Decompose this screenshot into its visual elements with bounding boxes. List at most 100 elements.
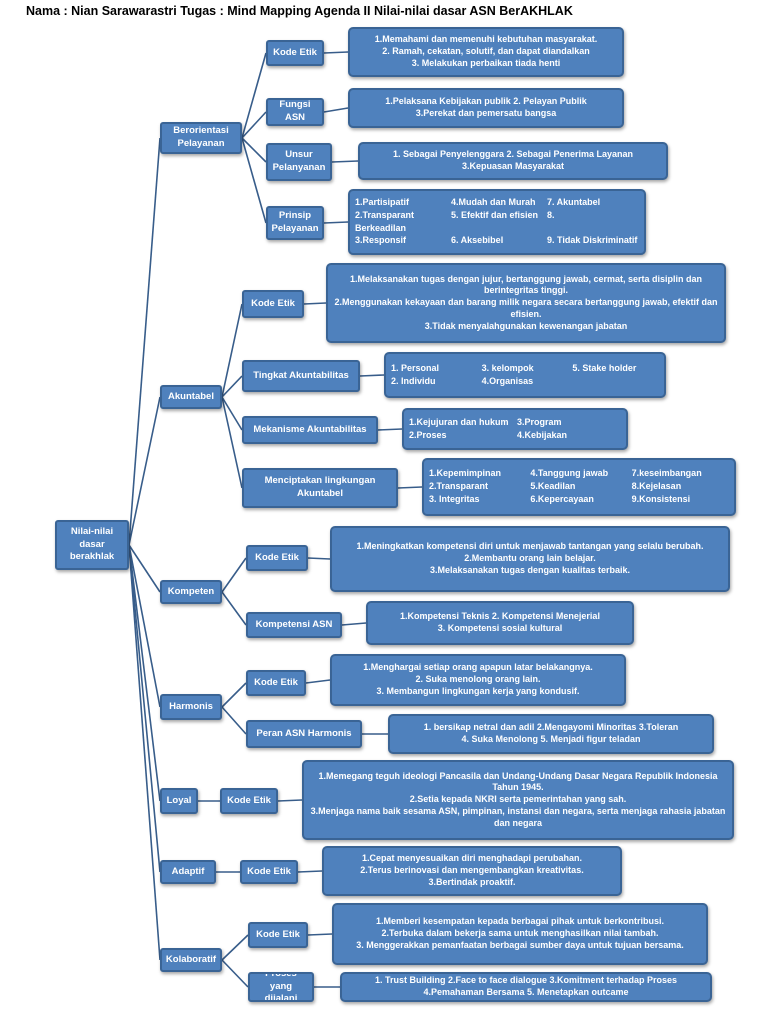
node-mekanisme-akuntabilitas: Mekanisme Akuntabilitas <box>242 416 378 444</box>
connector-34 <box>297 870 323 873</box>
leaf-tingkat-akuntabilitas: 1. Personal 3. kelompok 5. Stake holder … <box>384 352 666 398</box>
leaf-peran-asn-harmonis: 1. bersikap netral dan adil 2.Mengayomi … <box>388 714 714 754</box>
node-adaptif-kode-etik: Kode Etik <box>240 860 298 884</box>
node-label: Kode Etik <box>273 46 317 58</box>
leaf-line: 1.Meningkatkan kompetensi diri untuk men… <box>356 541 704 552</box>
node-kompeten: Kompeten <box>160 580 222 604</box>
connector-0 <box>128 137 161 546</box>
grid-cell <box>451 223 543 235</box>
connector-36 <box>221 959 249 988</box>
grid-cell: 4.Organisas <box>481 375 534 386</box>
node-label: Loyal <box>166 794 192 806</box>
grid-cell: 1.Kepemimpinan <box>429 468 502 479</box>
grid-cell: 3. kelompok <box>481 362 534 373</box>
node-label: Kode Etik <box>255 551 299 563</box>
grid-cell: 5.Keadilan <box>530 481 576 492</box>
leaf-loyal-kode-etik: 1.Memegang teguh ideologi Pancasila dan … <box>302 760 734 840</box>
grid-cell: 7.keseimbangan <box>631 468 702 479</box>
leaf-line: 3.Menjaga nama baik sesama ASN, pimpinan… <box>310 805 726 828</box>
connector-32 <box>277 799 303 802</box>
leaf-line: 3.Kepuasan Masyarakat <box>461 161 565 171</box>
connector-13 <box>331 160 359 163</box>
grid-cell: 6.Kepercayaan <box>530 493 594 504</box>
connector-27 <box>221 682 247 708</box>
grid-cell: 2.Proses <box>409 429 447 440</box>
leaf-fungsi-asn: 1.Pelaksana Kebijakan publik 2. Pelayan … <box>348 88 624 128</box>
connector-8 <box>241 111 267 139</box>
leaf-kompeten-kode-etik: 1.Meningkatkan kompetensi diri untuk men… <box>330 526 730 592</box>
connector-35 <box>221 934 249 961</box>
leaf-proses-yang-dijalani: 1. Trust Building 2.Face to face dialogu… <box>340 972 712 1002</box>
connector-15 <box>221 303 243 398</box>
node-akuntabel: Akuntabel <box>160 385 222 409</box>
leaf-grid: 1.Kepemimpinan 4.Tanggung jawab 7.keseim… <box>429 468 729 505</box>
leaf-line: 1.Pelaksana Kebijakan publik 2. Pelayan … <box>385 96 587 107</box>
leaf-menciptakan-lingkungan: 1.Kepemimpinan 4.Tanggung jawab 7.keseim… <box>422 458 736 516</box>
leaf-grid: 1.Partisipatif 4.Mudah dan Murah 7. Akun… <box>355 197 639 247</box>
node-unsur-pelayanan: Unsur Pelanyanan <box>266 143 332 181</box>
leaf-harmonis-kode-etik: 1.Menghargai setiap orang apapun latar b… <box>330 654 626 706</box>
node-adaptif: Adaptif <box>160 860 216 884</box>
connector-18 <box>221 396 243 489</box>
connector-16 <box>221 375 243 398</box>
connector-37 <box>307 933 333 936</box>
grid-cell: Berkeadilan <box>355 222 407 233</box>
node-harmonis-kode-etik: Kode Etik <box>246 670 306 696</box>
connector-5 <box>128 544 161 873</box>
node-kolaboratif: Kolaboratif <box>160 948 222 972</box>
node-kompeten-kode-etik: Kode Etik <box>246 545 308 571</box>
node-label: Kode Etik <box>254 676 298 688</box>
leaf-line: 1.Memegang teguh ideologi Pancasila dan … <box>318 770 718 793</box>
node-label: Tingkat Akuntabilitas <box>253 369 349 381</box>
connector-22 <box>397 486 423 489</box>
node-berorientasi-kode-etik: Kode Etik <box>266 40 324 66</box>
node-label: Kolaboratif <box>165 953 217 965</box>
node-loyal-kode-etik: Kode Etik <box>220 788 278 814</box>
node-peran-asn-harmonis: Peran ASN Harmonis <box>246 720 362 748</box>
leaf-kolaboratif-kode-etik: 1.Memberi kesempatan kepada berbagai pih… <box>332 903 708 965</box>
grid-cell: 1.Kejujuran dan hukum <box>409 416 509 427</box>
connector-4 <box>128 544 161 802</box>
connector-28 <box>221 706 247 735</box>
connector-17 <box>221 396 243 431</box>
grid-cell: 5. Efektif dan efisien <box>451 209 539 220</box>
node-label: Kode Etik <box>256 928 300 940</box>
node-label: Kode Etik <box>247 865 291 877</box>
leaf-mekanisme-akuntabilitas: 1.Kejujuran dan hukum 3.Program 2.Proses… <box>402 408 628 450</box>
connector-3 <box>128 544 161 708</box>
leaf-line: 2.Membantu orang lain belajar. <box>464 553 596 564</box>
grid-cell: 3.Program <box>517 416 562 427</box>
node-proses-yang-dijalani: Proses yang dijalani <box>248 972 314 1002</box>
leaf-kompetensi-asn: 1.Kompetensi Teknis 2. Kompetensi Meneje… <box>366 601 634 645</box>
grid-cell: 9.Konsistensi <box>631 493 691 504</box>
connector-23 <box>221 557 247 593</box>
grid-cell: 8. <box>547 209 555 220</box>
leaf-line: 1. Trust Building 2.Face to face dialogu… <box>374 975 678 986</box>
connector-11 <box>323 51 349 54</box>
node-label: Menciptakan lingkungan Akuntabel <box>264 475 376 499</box>
leaf-line: 3.Bertindak proaktif. <box>428 876 516 887</box>
leaf-line: 4. Suka Menolong 5. Menjadi figur telada… <box>461 734 641 744</box>
node-fungsi-asn: Fungsi ASN <box>266 98 324 126</box>
grid-cell: 6. Aksebibel <box>451 235 504 246</box>
node-label: Akuntabel <box>168 390 214 402</box>
node-label: Prinsip Pelayanan <box>271 210 319 234</box>
grid-cell: 5. Stake holder <box>572 362 637 373</box>
leaf-akuntabel-kode-etik: 1.Melaksanakan tugas dengan jujur, berta… <box>326 263 726 343</box>
node-label: Mekanisme Akuntabilitas <box>253 423 367 435</box>
connector-21 <box>377 428 403 431</box>
root-node: Nilai-nilai dasar berakhlak <box>55 520 129 570</box>
grid-cell: 3.Responsif <box>355 235 407 246</box>
connector-12 <box>323 107 349 113</box>
leaf-line: 1.Cepat menyesuaikan diri menghadapi per… <box>361 853 583 864</box>
node-berorientasi-pelayanan: Berorientasi Pelayanan <box>160 122 242 154</box>
grid-cell: 9. Tidak Diskriminatif <box>547 235 638 246</box>
grid-cell: 2.Transparant <box>355 209 415 220</box>
grid-cell: 1.Partisipatif <box>355 197 410 208</box>
leaf-line: 3.Perekat dan pemersatu bangsa <box>415 108 557 118</box>
grid-cell: 4.Mudah dan Murah <box>451 197 536 208</box>
node-label: Fungsi ASN <box>279 99 311 123</box>
root-label: Nilai-nilai dasar berakhlak <box>69 525 115 563</box>
leaf-line: 1.Kompetensi Teknis 2. Kompetensi Meneje… <box>400 611 600 622</box>
